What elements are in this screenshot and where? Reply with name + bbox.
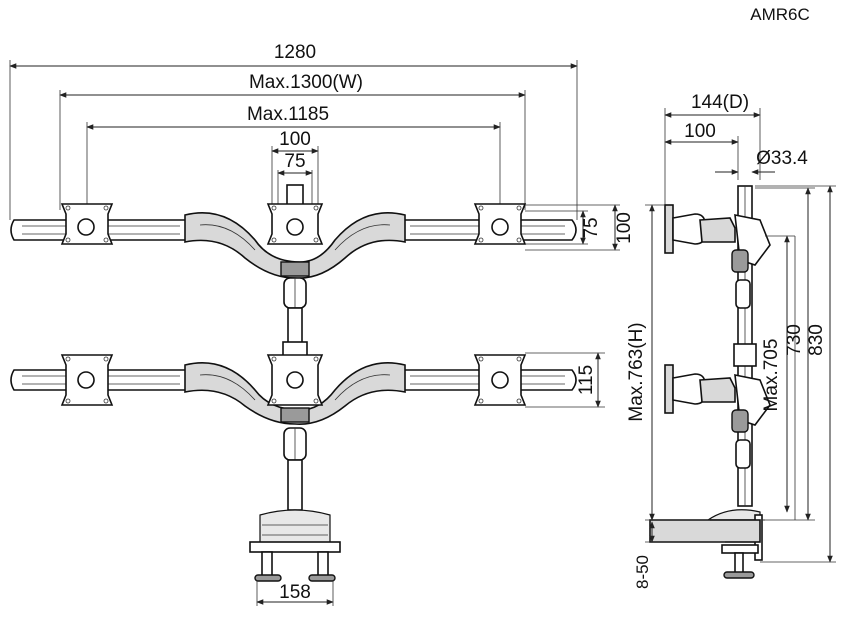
dimension-max-705: Max.705	[761, 235, 796, 520]
vesa-plate-left-lower	[60, 354, 114, 406]
dimension-label-arm-height-100: 100	[614, 212, 635, 244]
dimension-vesa-outer: 100	[271, 129, 319, 205]
dimension-label-height-830: 830	[806, 324, 827, 356]
dimension-label-max-vesa-span: Max.1185	[247, 104, 329, 125]
side-view: 144(D) 100 Ø33.4	[626, 92, 836, 589]
dimension-label-desk-thickness: 8-50	[633, 555, 652, 589]
dimension-label-pole-diameter: Ø33.4	[756, 148, 808, 169]
dimension-arm-height-upper: 75 100	[525, 204, 635, 251]
dimension-label-depth: 144(D)	[691, 92, 749, 113]
front-view: 1280 Max.1300(W) Max.1185 100	[9, 42, 635, 606]
dimension-label-vesa-inner: 75	[284, 151, 305, 172]
vesa-plate-right-lower	[473, 354, 527, 406]
model-label: AMR6C	[750, 5, 810, 24]
upper-tilt-head-side	[664, 204, 795, 309]
dimension-label-arm-height-75: 75	[581, 217, 602, 238]
dimension-overall-width: 1280	[9, 42, 578, 220]
vesa-plate-left-upper	[60, 203, 114, 245]
dimension-depth-inner: 100	[664, 121, 739, 180]
dimension-label-max-width: Max.1300(W)	[249, 72, 363, 93]
dimension-label-max-height: Max.763(H)	[626, 322, 647, 421]
dimension-label-overall-width: 1280	[274, 42, 316, 63]
dimension-vesa-inner: 75	[277, 151, 313, 208]
desk-clamp-side	[649, 509, 765, 579]
dimension-pole-diameter: Ø33.4	[715, 148, 808, 175]
dimension-desk-thickness: 8-50	[633, 521, 725, 589]
dimension-max-vesa-span: Max.1185	[86, 104, 501, 210]
dimension-label-height-730: 730	[784, 324, 805, 356]
dimension-arm-thickness: 115	[525, 352, 605, 408]
dimension-label-vesa-outer: 100	[279, 129, 311, 150]
lower-tilt-head-side	[664, 364, 771, 469]
desk-clamp-front	[249, 459, 341, 582]
dimension-height-730: 730	[755, 187, 815, 521]
dimension-label-clamp-width: 158	[279, 582, 311, 603]
vesa-plate-center-lower	[266, 354, 324, 406]
dimension-max-width: Max.1300(W)	[59, 72, 526, 210]
upper-arm-assembly	[10, 184, 577, 309]
dimension-label-arm-thickness: 115	[576, 365, 597, 395]
vesa-plate-right-upper	[473, 203, 527, 245]
dimension-height-830: 830	[755, 185, 836, 563]
dimension-clamp-width: 158	[256, 580, 334, 606]
dimension-label-depth-inner: 100	[684, 121, 716, 142]
lower-arm-assembly	[10, 354, 577, 461]
dimension-max-height: Max.763(H)	[626, 204, 710, 521]
dimension-label-max-705: Max.705	[761, 339, 782, 412]
dimension-depth: 144(D)	[664, 92, 761, 210]
vesa-plate-center-upper	[266, 203, 324, 245]
